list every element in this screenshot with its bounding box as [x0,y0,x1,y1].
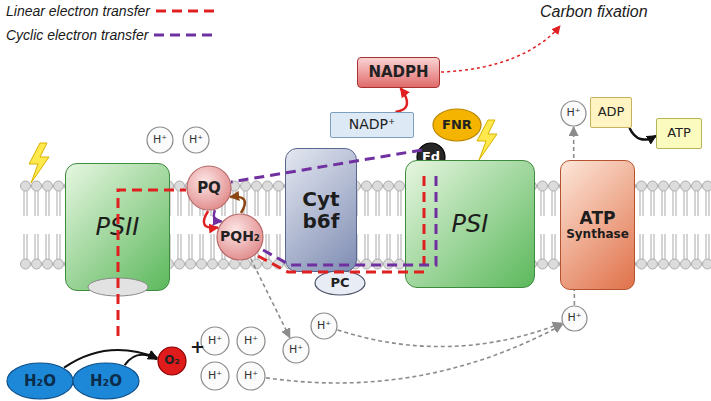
legend-text: Linear electron transfer [6,3,150,19]
node-label: FNR [442,118,472,133]
complex-box: Cyt b6f [285,148,357,272]
ellipse-shape [237,327,265,355]
node-label: H⁺ [567,312,581,324]
connector-arrow [630,128,657,140]
plastoquinone-circle: PQ [186,165,232,211]
legend-row: Cyclic electron transfer [6,27,216,43]
water-ellipse: H₂O [6,362,74,400]
ellipse-shape [7,363,73,399]
node-label: PQH₂ [220,229,260,245]
node-label: ATP [667,126,691,141]
substrate-box: NADP⁺ [330,112,414,138]
node-label: H⁺ [566,107,580,119]
proton-circle: H⁺ [561,305,588,332]
photosystem-box: PSII [65,163,170,291]
node-label: ADP [598,105,625,120]
proton-circle: H⁺ [200,326,230,356]
node-label: H⁺ [289,344,303,356]
plastocyanin-ellipse: PC [314,270,366,296]
ellipse-shape [237,362,265,390]
node-label: Synthase [566,228,629,241]
proton-circle: H⁺ [282,336,310,364]
node-label: PSI [452,211,489,238]
node-label: PSII [96,214,140,241]
plastoquinol-circle: PQH₂ [216,213,264,261]
oxygen-circle: O₂ [157,346,187,376]
proton-circle: H⁺ [560,100,587,127]
water-ellipse: H₂O [72,362,140,400]
legend-line-sample [156,10,218,13]
legend-row: Linear electron transfer [6,3,218,19]
node-label: PC [330,276,349,291]
legend-line [154,30,216,40]
legend-line [156,6,218,16]
connector-arrow [230,197,245,213]
node-label: ATP [580,209,616,228]
node-label: H₂O [90,373,122,390]
proton-circle: H⁺ [182,126,210,154]
molecule-box: ADP [590,97,632,128]
ellipse-shape [561,101,586,126]
photosystem-box: PSI [405,160,535,288]
ellipse-shape [283,337,309,363]
proton-circle: H⁺ [200,361,230,391]
node-label: H⁺ [208,335,222,347]
node-label: NADP⁺ [349,117,396,133]
connector-arrow [251,259,290,338]
cyclic-path [263,172,436,265]
ellipse-shape [433,109,481,141]
ellipse-shape [562,306,587,331]
node-label: H⁺ [208,370,222,382]
node-label: H⁺ [153,134,167,146]
ellipse-shape [158,347,186,375]
node-label: PQ [197,180,221,197]
connector-arrow [214,210,222,221]
ellipse-shape [147,127,173,153]
node-label: Cyt b6f [293,188,349,233]
light-bolt [477,120,497,160]
legend-line-sample [154,34,216,37]
molecule-box: ATP [656,118,702,149]
node-label: H⁺ [244,335,258,347]
connector-arrow [396,88,408,112]
ellipse-shape [217,214,263,260]
linear-path [118,190,186,336]
ellipse-shape [201,327,229,355]
cyclic-path [231,150,422,182]
enzyme-ellipse: FNR [432,108,482,142]
legend-text: Cyclic electron transfer [6,27,148,43]
ellipse-shape [73,363,139,399]
node-label: H⁺ [189,134,203,146]
proton-circle: H⁺ [236,326,266,356]
proton-circle: H⁺ [310,312,338,340]
ellipse-shape [201,362,229,390]
ellipse-shape [311,313,337,339]
oec-ellipse [88,278,148,296]
node-label: O₂ [164,354,179,367]
linear-path [258,172,424,272]
node-label: NADPH [368,64,428,81]
proton-circle: H⁺ [146,126,174,154]
product-box: NADPH [357,57,440,88]
connector-arrow [338,323,562,347]
ellipse-shape [183,127,209,153]
node-label: H₂O [24,373,56,390]
connector-arrow [266,325,563,383]
synthase-box: ATPSynthase [560,160,635,290]
ellipse-shape [187,166,231,210]
carbon-arrow [441,26,560,72]
node-label: H⁺ [317,320,331,332]
connector-arrow [125,355,157,365]
node-label: H⁺ [244,370,258,382]
process-label: Carbon fixation [540,3,648,21]
ellipse-shape [315,271,365,295]
light-bolt [29,143,49,183]
proton-circle: H⁺ [236,361,266,391]
